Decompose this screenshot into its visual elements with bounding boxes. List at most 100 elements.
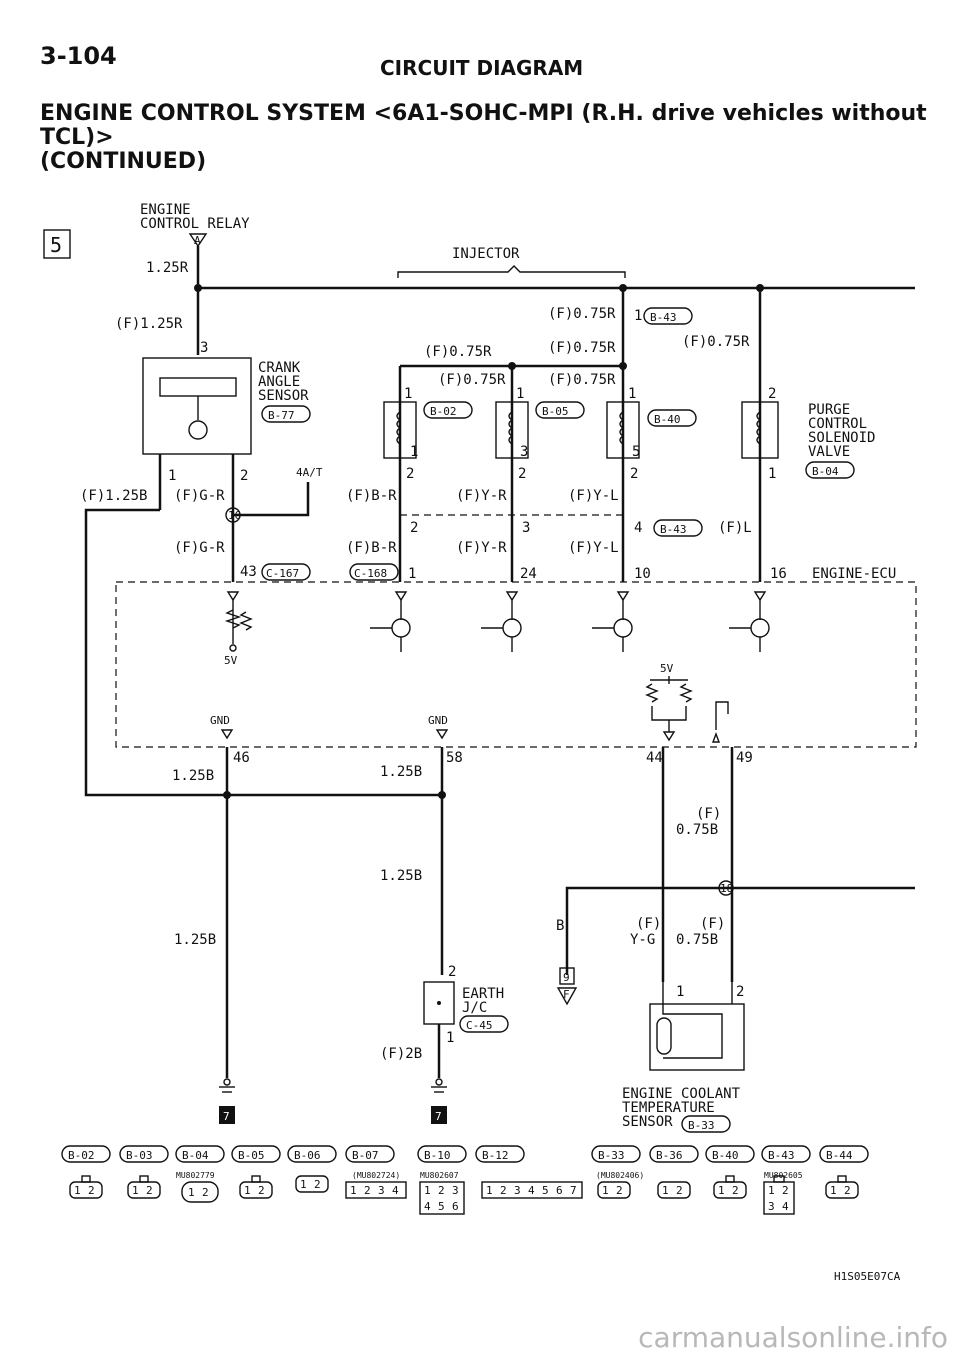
wire-label: (F)2B: [380, 1046, 422, 1062]
ref-box-9: [559, 967, 575, 985]
pin-label: 44: [646, 750, 663, 766]
wire-label: (F)G-R: [174, 488, 225, 504]
connector-b43: B-43: [650, 311, 677, 324]
wire-label: (F): [696, 806, 721, 822]
wire-label: (F): [636, 916, 661, 932]
legend-label: B-40: [712, 1149, 739, 1162]
svg-text:2: 2: [364, 1184, 371, 1197]
wire-label: (F)1.25R: [115, 316, 183, 332]
wire-label: (F)0.75R: [548, 306, 616, 322]
legend-code: (MU802724): [352, 1171, 400, 1180]
crank-sensor-box: [142, 357, 252, 455]
svg-text:7: 7: [570, 1184, 577, 1197]
legend-label: B-05: [238, 1149, 265, 1162]
svg-text:1: 1: [74, 1184, 81, 1197]
pin-label: 2: [768, 386, 776, 402]
svg-text:2: 2: [732, 1184, 739, 1197]
pin-label: 1: [768, 466, 776, 482]
relay-terminal: A: [194, 234, 201, 247]
earth-jc-point: [437, 1001, 441, 1005]
legend-label: B-43: [768, 1149, 795, 1162]
pin-label: 3: [520, 444, 528, 460]
ref-box-7: [431, 1106, 447, 1124]
pin-label: 10: [634, 566, 651, 582]
wire-label: (F)0.75R: [548, 340, 616, 356]
system-title-line2: (CONTINUED): [40, 149, 207, 174]
svg-text:2: 2: [438, 1184, 445, 1197]
legend-label: B-36: [656, 1149, 683, 1162]
earth-label-1: EARTH: [462, 986, 504, 1002]
connector-c167: C-167: [266, 567, 299, 580]
hall-sensor-icon: [188, 420, 208, 440]
shield-ground-wire: [565, 886, 915, 975]
relay-label-2: CONTROL RELAY: [140, 216, 250, 232]
connector-badge: [805, 461, 855, 479]
connector-b43: B-43: [660, 523, 687, 536]
svg-text:5: 5: [542, 1184, 549, 1197]
purge-label-3: SOLENOID: [808, 430, 875, 446]
relay-label-1: ENGINE: [140, 202, 191, 218]
system-title-line1: ENGINE CONTROL SYSTEM <6A1-SOHC-MPI (R.H…: [40, 101, 927, 150]
ecu-crank-input: 5V: [224, 591, 253, 667]
legend-label: B-33: [598, 1149, 625, 1162]
pin-label: 5: [632, 444, 640, 460]
gnd-arrow: [435, 729, 449, 740]
purge-label-1: PURGE: [808, 402, 850, 418]
svg-text:2: 2: [202, 1186, 209, 1199]
wire-label: B: [556, 918, 564, 934]
svg-text:1: 1: [768, 1184, 775, 1197]
svg-text:1: 1: [662, 1184, 669, 1197]
coolant-label-2: TEMPERATURE: [622, 1100, 715, 1116]
ref-label: 9: [563, 971, 570, 984]
purge-label-4: VALVE: [808, 444, 850, 460]
wire-label: (F): [700, 916, 725, 932]
pin-label: 1: [516, 386, 524, 402]
svg-text:3: 3: [514, 1184, 521, 1197]
svg-text:2: 2: [88, 1184, 95, 1197]
wire-label: (F)0.75R: [548, 372, 616, 388]
ref-label: F: [563, 988, 570, 1001]
pin-label: 43: [240, 564, 257, 580]
wire-label: 1.25R: [146, 260, 189, 276]
legend-label: B-44: [826, 1149, 853, 1162]
pin-label: 1: [634, 308, 642, 324]
ecu-5v: 5V: [224, 654, 238, 667]
legend-label: B-03: [126, 1149, 153, 1162]
pin-label: 58: [446, 750, 463, 766]
connector-badge: [349, 563, 399, 581]
svg-text:4: 4: [782, 1200, 789, 1213]
connector-badge: [459, 1015, 509, 1033]
svg-text:2: 2: [314, 1178, 321, 1191]
svg-text:2: 2: [676, 1184, 683, 1197]
figure-code: H1S05E07CA: [834, 1270, 901, 1283]
section-number: 5: [50, 233, 62, 257]
svg-text:1: 1: [188, 1186, 195, 1199]
svg-text:3: 3: [378, 1184, 385, 1197]
pin-label: 2: [406, 466, 414, 482]
pin-label: 2: [518, 466, 526, 482]
connector-b40: B-40: [654, 413, 681, 426]
sensor-internal-wire: [662, 982, 723, 1059]
ref-label: 7: [435, 1110, 442, 1123]
legend-labels: B-02 B-03 B-04 B-05 B-06 B-07 B-10 B-12 …: [61, 1145, 869, 1163]
wire-label: (F)G-R: [174, 540, 225, 556]
connector-c168: C-168: [354, 567, 387, 580]
earth-connector: C-45: [466, 1019, 493, 1032]
pin-label: 1: [628, 386, 636, 402]
wire-label: (F)0.75R: [682, 334, 750, 350]
coolant-label-3: SENSOR: [622, 1114, 673, 1130]
legend-code: MU802779: [176, 1171, 215, 1180]
pin-label: 1: [408, 566, 416, 582]
svg-text:6: 6: [452, 1200, 459, 1213]
watermark: carmanualsonline.info: [638, 1321, 948, 1354]
svg-text:1: 1: [486, 1184, 493, 1197]
crank-label-2: ANGLE: [258, 374, 300, 390]
svg-text:2: 2: [782, 1184, 789, 1197]
splice: [438, 791, 446, 799]
svg-text:1: 1: [602, 1184, 609, 1197]
